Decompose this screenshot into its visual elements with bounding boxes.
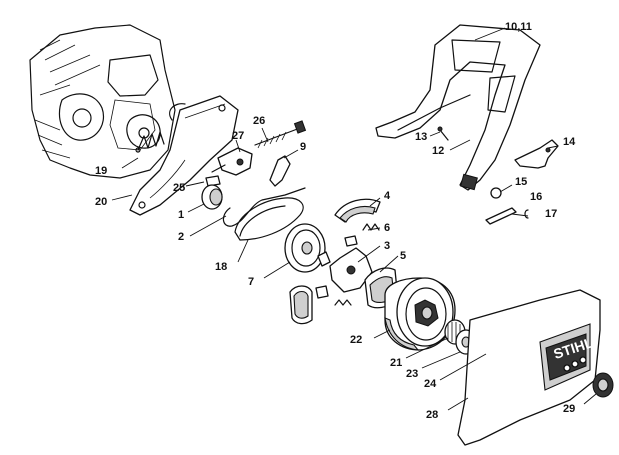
callout-12: 12 bbox=[432, 145, 444, 157]
spring-part-19 bbox=[135, 131, 165, 153]
callout-9: 9 bbox=[300, 141, 306, 153]
bushing-part-25 bbox=[205, 175, 221, 187]
callout-10-11: 10,11 bbox=[505, 21, 532, 33]
clip-part-17 bbox=[524, 209, 529, 219]
callout-29: 29 bbox=[563, 403, 575, 415]
callout-3: 3 bbox=[384, 240, 390, 252]
callout-26: 26 bbox=[253, 115, 265, 127]
bolt-part-26 bbox=[254, 120, 307, 149]
callout-25: 25 bbox=[173, 182, 185, 194]
callout-16: 16 bbox=[530, 191, 542, 203]
callout-2: 2 bbox=[178, 231, 184, 243]
callout-1: 1 bbox=[178, 209, 184, 221]
callout-15: 15 bbox=[515, 176, 527, 188]
clutch-drum-part-22 bbox=[384, 277, 456, 351]
clutch-shoe-part-4 bbox=[334, 198, 381, 223]
callout-4: 4 bbox=[384, 190, 391, 202]
nut-part-29 bbox=[592, 372, 614, 398]
callout-5: 5 bbox=[400, 250, 406, 262]
callout-18: 18 bbox=[215, 261, 227, 273]
callout-6: 6 bbox=[384, 222, 390, 234]
callout-19: 19 bbox=[95, 165, 107, 177]
spring-part-6 bbox=[362, 223, 380, 231]
disc-part-7 bbox=[284, 223, 326, 273]
callout-14: 14 bbox=[563, 136, 576, 148]
sprocket-cover-part-28: STIHL bbox=[457, 289, 601, 446]
callout-27: 27 bbox=[232, 130, 244, 142]
callout-23: 23 bbox=[406, 368, 418, 380]
callout-24: 24 bbox=[424, 378, 437, 390]
callout-labels: 10,11 26 27 9 13 12 14 19 25 20 1 2 4 15… bbox=[95, 21, 576, 421]
callout-17: 17 bbox=[545, 208, 557, 220]
callout-13: 13 bbox=[415, 131, 427, 143]
clutch-pieces bbox=[317, 235, 358, 267]
link-part-16 bbox=[485, 207, 517, 225]
hand-guard-part-10-11 bbox=[375, 24, 541, 191]
lever-part-14 bbox=[514, 139, 559, 169]
brake-band-plate-part-20 bbox=[129, 95, 239, 216]
callout-21: 21 bbox=[390, 357, 402, 369]
engine-housing bbox=[29, 24, 176, 179]
lever-part-9 bbox=[269, 155, 291, 187]
brake-lever-part-27 bbox=[211, 147, 253, 176]
leader-lines bbox=[111, 27, 597, 411]
clutch-shoe-left bbox=[289, 285, 329, 325]
callout-20: 20 bbox=[95, 196, 107, 208]
washer-part-15 bbox=[490, 187, 502, 199]
spring-small bbox=[334, 299, 352, 306]
spring-wire-part-2 bbox=[222, 187, 306, 227]
callout-7: 7 bbox=[248, 276, 254, 288]
brake-band-part-18 bbox=[234, 197, 304, 241]
screw-part-13 bbox=[437, 126, 449, 141]
bearing-part-1 bbox=[201, 184, 223, 210]
callout-28: 28 bbox=[426, 409, 438, 421]
callout-22: 22 bbox=[350, 334, 362, 346]
